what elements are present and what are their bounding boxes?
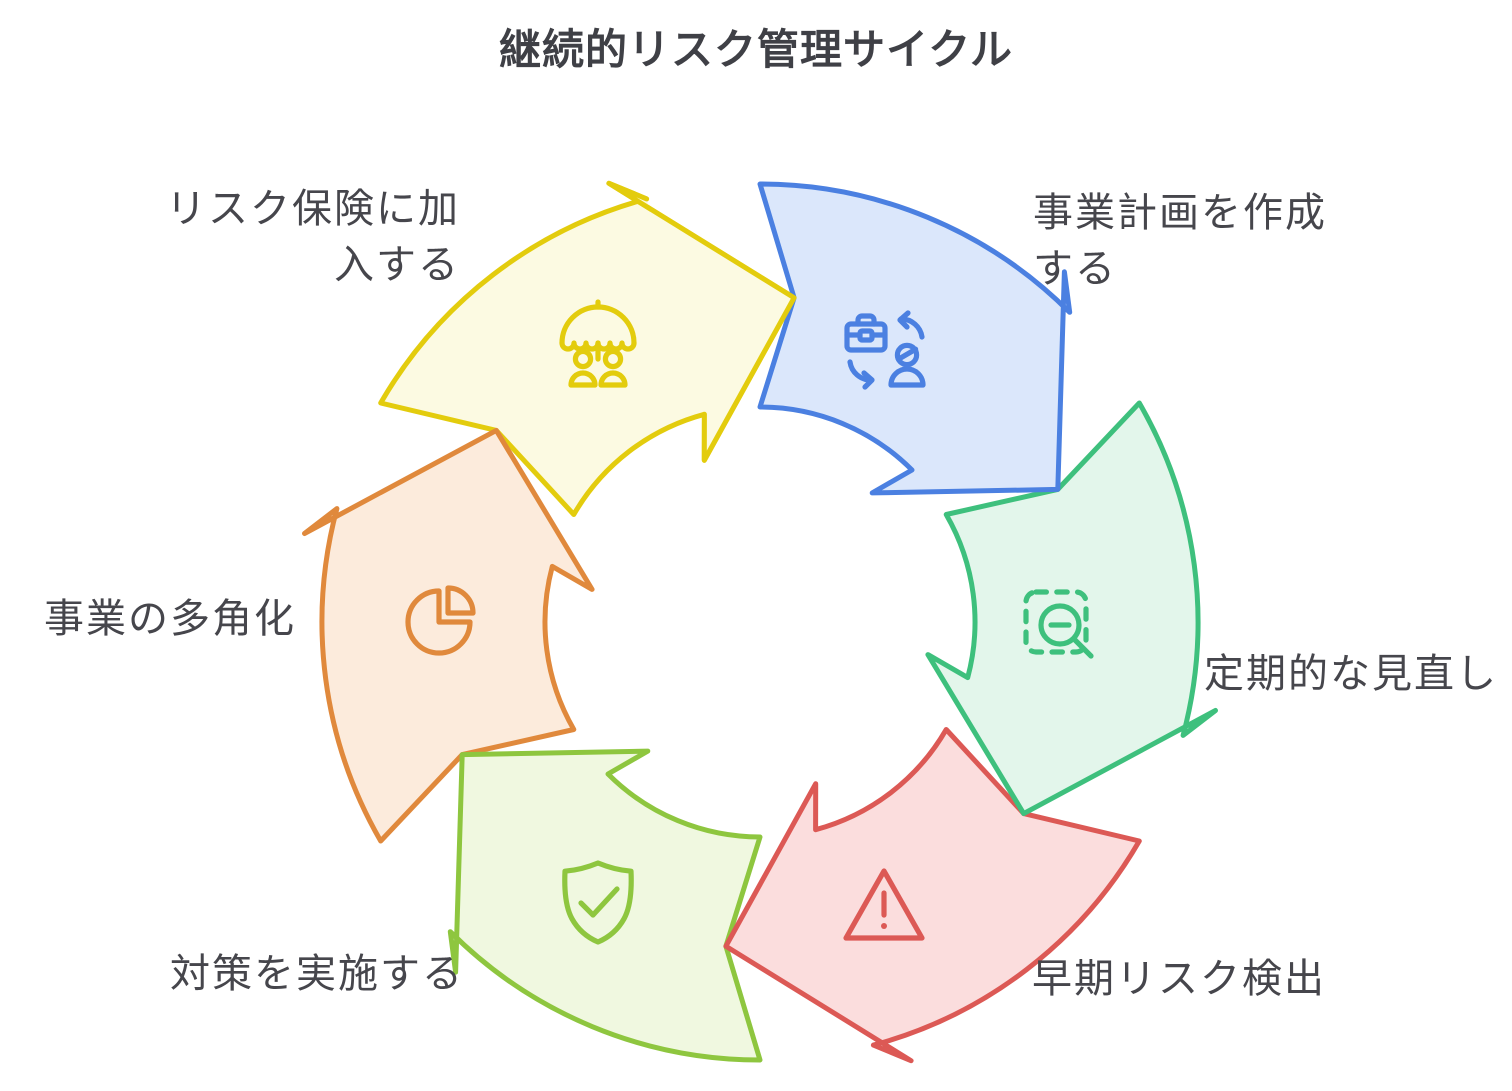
- step-label-business-diversification: 事業の多角化: [44, 597, 296, 641]
- briefcase-person-exchange-icon: [844, 310, 926, 390]
- arrow-segment-business-diversification: [302, 427, 595, 844]
- shield-check-icon: [562, 860, 634, 945]
- step-label-implement-countermeasures: 対策を実施する: [170, 952, 464, 996]
- arrow-head-overlay-join-risk-insurance: [608, 183, 795, 461]
- step-label-periodic-review: 定期的な見直し: [1204, 652, 1498, 696]
- step-label-create-business-plan: 事業計画を作成 する: [1033, 191, 1327, 291]
- umbrella-people-icon: [559, 299, 637, 388]
- arrow-segment-early-risk-detection: [723, 727, 1142, 1064]
- step-label-early-risk-detection: 早期リスク検出: [1032, 957, 1326, 1001]
- arrow-segment-create-business-plan: [757, 181, 1073, 496]
- page-title: 継続的リスク管理サイクル: [499, 26, 1013, 73]
- scan-search-icon: [1023, 589, 1094, 659]
- pie-chart-icon: [405, 585, 476, 656]
- warning-triangle-icon: [843, 868, 925, 941]
- step-label-join-risk-insurance: リスク保険に加 入する: [166, 187, 460, 287]
- arrow-head-edge-join-risk-insurance: [606, 180, 797, 463]
